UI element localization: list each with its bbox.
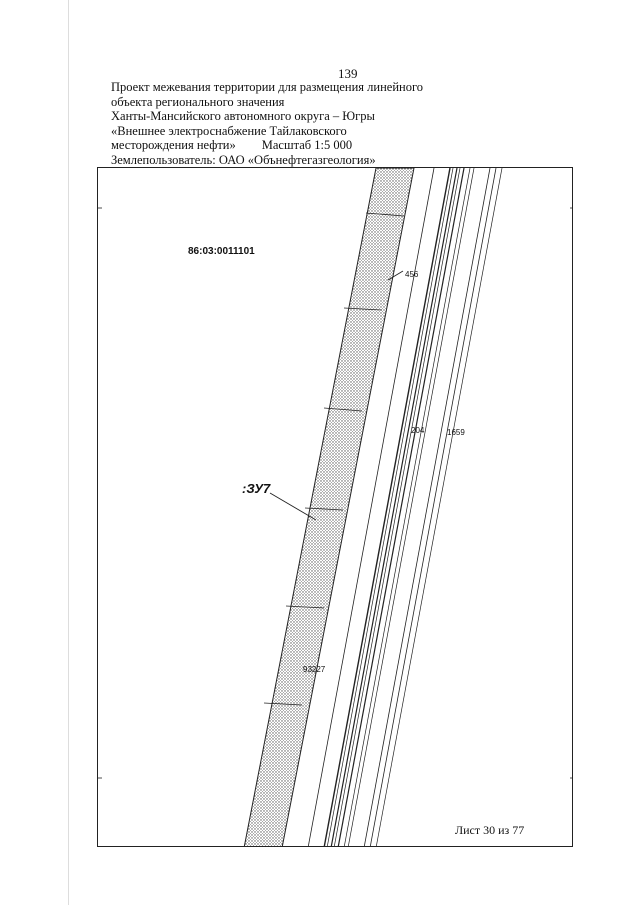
header-line-2: объекта регионального значения <box>111 94 285 109</box>
header-line-4: «Внешнее электроснабжение Тайлаковского <box>111 123 347 138</box>
sheet-number: Лист 30 из 77 <box>455 823 525 837</box>
header-line-3: Ханты-Мансийского автономного округа – Ю… <box>111 109 375 124</box>
label-1659: 1659 <box>447 428 465 437</box>
strip-segment-ticks <box>263 212 405 706</box>
leader-lines <box>269 270 404 521</box>
label-456: 456 <box>405 270 419 279</box>
frame-ticks <box>98 207 572 779</box>
cadastral-block-number: 86:03:0011101 <box>188 246 255 257</box>
header-line-5-text: месторождения нефти» <box>111 138 236 153</box>
label-204: 204 <box>411 426 425 435</box>
plot-label: :ЗУ7 <box>242 481 271 496</box>
scale-label: Масштаб 1:5 000 <box>261 138 353 153</box>
binding-margin-line <box>68 0 69 905</box>
page-number: 139 <box>338 66 358 81</box>
header-line-6: Землепользователь: ОАО «Обънефтегазгеоло… <box>111 152 376 167</box>
document-header: Проект межевания территории для размещен… <box>111 80 441 168</box>
map-frame: 86:03:0011101 :ЗУ7 456 204 1659 93227 Ли… <box>97 167 573 847</box>
header-line-1: Проект межевания территории для размещен… <box>111 80 424 94</box>
header-line-5: месторождения нефти» Масштаб 1:5 000 <box>111 138 441 153</box>
label-93227: 93227 <box>303 665 326 674</box>
corridor-lines <box>307 168 503 846</box>
map-drawing <box>98 168 572 846</box>
dotted-plot-strip <box>243 168 415 846</box>
